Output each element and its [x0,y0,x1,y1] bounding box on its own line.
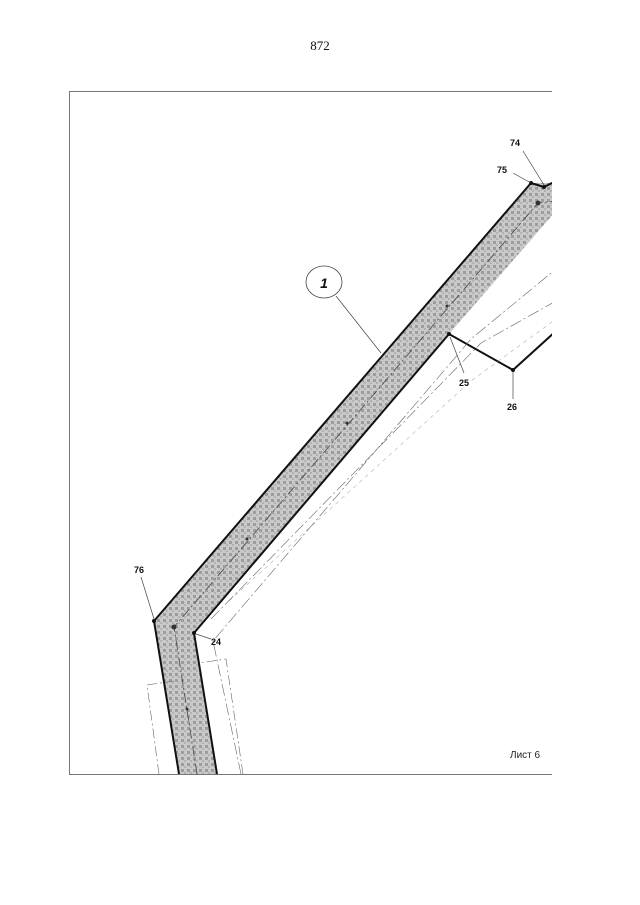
boundary-points [152,181,546,635]
cadastral-drawing: 1 74 75 25 26 76 24 [134,138,552,774]
aux-line-2 [210,302,552,620]
point-label-26: 26 [507,402,517,412]
point-label-24: 24 [211,637,221,647]
callout-ellipse [305,265,343,299]
point-label-74: 74 [510,138,520,148]
leader-76 [140,576,155,620]
leader-74 [522,150,545,186]
page-number: 872 [310,38,330,53]
drawing-frame: 1 74 75 25 26 76 24 [69,91,552,775]
side-plot-left [146,680,175,774]
center-markers [171,200,541,711]
leader-24 [195,633,212,640]
leader-callout [335,295,382,354]
strip-band [154,183,552,774]
sheet-label: Лист 6 [510,750,541,761]
point-label-76: 76 [134,565,144,575]
leader-75 [512,172,532,184]
point-label-25: 25 [459,378,469,388]
leader-25 [449,336,465,374]
side-plot-right [199,658,244,774]
aux-line-1 [212,271,552,774]
centerline [173,201,552,774]
point-label-75: 75 [497,165,507,175]
callout-label: 1 [320,275,328,291]
